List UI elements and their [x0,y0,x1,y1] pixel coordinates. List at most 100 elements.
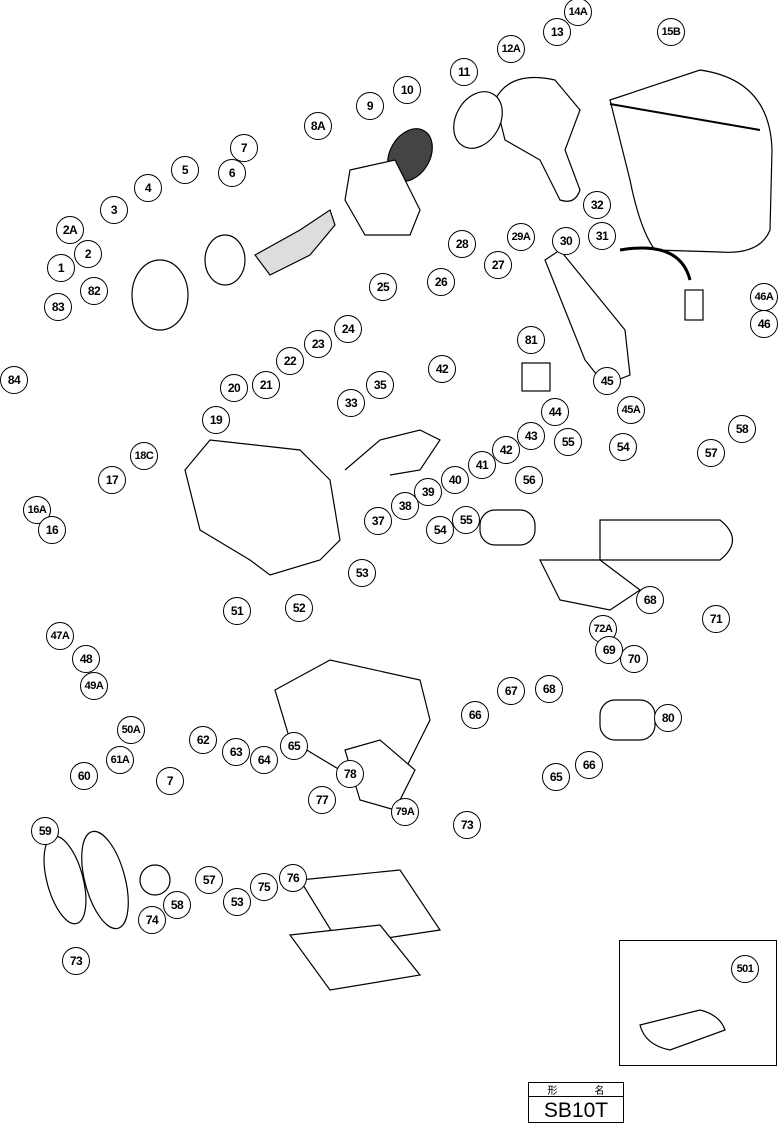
part-callout-77: 77 [308,786,336,814]
drive-belt [81,830,129,930]
part-callout-11: 11 [450,58,478,86]
part-callout-61a: 61A [106,746,134,774]
part-callout-54: 54 [426,516,454,544]
part-callout-64: 64 [250,746,278,774]
model-box: 形 名 SB10T [528,1082,624,1123]
part-callout-18c: 18C [130,442,158,470]
part-callout-69: 69 [595,636,623,664]
part-callout-42: 42 [428,355,456,383]
part-callout-7: 7 [230,134,258,162]
wiring [344,429,441,476]
part-callout-70: 70 [620,645,648,673]
part-callout-79a: 79A [391,798,419,826]
part-callout-65: 65 [542,763,570,791]
part-callout-2: 2 [74,240,102,268]
part-callout-84: 84 [0,366,28,394]
part-callout-47a: 47A [46,622,74,650]
gear-housing [344,159,421,236]
part-callout-46a: 46A [750,283,778,311]
part-callout-3: 3 [100,196,128,224]
part-callout-67: 67 [497,677,525,705]
cord [619,246,692,281]
part-callout-57: 57 [195,866,223,894]
part-callout-62: 62 [189,726,217,754]
part-callout-75: 75 [250,873,278,901]
dust-bag-zipper [609,103,761,131]
part-callout-68: 68 [535,675,563,703]
part-callout-81: 81 [517,326,545,354]
part-callout-42: 42 [492,436,520,464]
model-header: 形 名 [529,1083,623,1097]
part-callout-48: 48 [72,645,100,673]
part-callout-24: 24 [334,315,362,343]
pulley [453,91,503,149]
part-callout-9: 9 [356,92,384,120]
platen-75 [288,924,422,991]
part-callout-20: 20 [220,374,248,402]
side-cover [43,835,87,925]
part-callout-4: 4 [134,174,162,202]
model-name: SB10T [543,1099,609,1122]
part-callout-71: 71 [702,605,730,633]
part-callout-58: 58 [728,415,756,443]
part-callout-73: 73 [62,947,90,975]
part-callout-49a: 49A [80,672,108,700]
part-callout-33: 33 [337,389,365,417]
part-callout-55: 55 [452,506,480,534]
plug [684,289,704,321]
gear-cover [344,739,416,811]
part-callout-2a: 2A [56,216,84,244]
model-header-left: 形 [547,1086,558,1097]
part-callout-38: 38 [391,492,419,520]
part-callout-27: 27 [484,251,512,279]
part-callout-16: 16 [38,516,66,544]
part-callout-73: 73 [453,811,481,839]
part-callout-15b: 15B [657,18,685,46]
stator [131,259,189,331]
front-roller [479,509,536,546]
accessory-belt [639,1009,726,1051]
handle [544,249,631,386]
pulley-60 [139,864,171,896]
part-callout-13: 13 [543,18,571,46]
part-callout-52: 52 [285,594,313,622]
part-callout-23: 23 [304,330,332,358]
part-callout-26: 26 [427,268,455,296]
part-callout-14a: 14A [564,0,592,26]
part-callout-58: 58 [163,891,191,919]
part-callout-35: 35 [366,371,394,399]
sanding-belt [599,519,734,561]
part-callout-5: 5 [171,156,199,184]
model-header-right: 名 [594,1086,605,1097]
platen-76 [298,869,442,946]
part-callout-82: 82 [80,277,108,305]
brush-holder [204,234,246,286]
part-callout-66: 66 [461,701,489,729]
part-callout-78: 78 [336,760,364,788]
part-callout-51: 51 [223,597,251,625]
part-callout-53: 53 [223,888,251,916]
part-callout-66: 66 [575,751,603,779]
part-callout-25: 25 [369,273,397,301]
part-callout-16a: 16A [23,496,51,524]
tension-lever [539,559,642,611]
part-callout-46: 46 [750,310,778,338]
part-callout-32: 32 [583,191,611,219]
part-callout-501: 501 [731,955,759,983]
part-callout-30: 30 [552,227,580,255]
part-callout-7: 7 [156,767,184,795]
armature [254,209,336,276]
part-callout-76: 76 [279,864,307,892]
part-callout-8a: 8A [304,112,332,140]
part-callout-17: 17 [98,466,126,494]
part-callout-21: 21 [252,371,280,399]
part-callout-54: 54 [609,433,637,461]
rear-roller [599,699,656,741]
part-callout-53: 53 [348,559,376,587]
part-callout-50a: 50A [117,716,145,744]
part-callout-29a: 29A [507,223,535,251]
part-callout-45: 45 [593,367,621,395]
part-callout-65: 65 [280,732,308,760]
part-callout-63: 63 [222,738,250,766]
